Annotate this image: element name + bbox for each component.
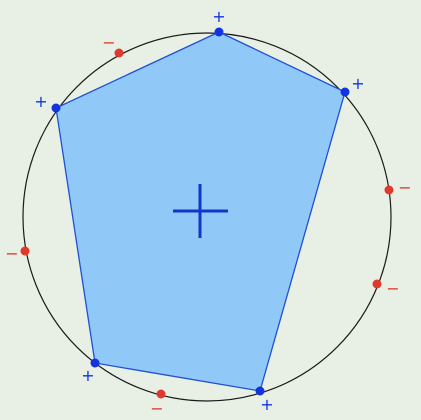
plus-sign-label-p4: +: [81, 366, 94, 385]
minus-sign-label-n5: −: [150, 399, 163, 418]
minus-sign-label-n2: −: [398, 178, 411, 197]
negative-point-n4: [20, 246, 30, 256]
minus-sign-label-n1: −: [102, 33, 115, 52]
plus-sign-label-p2: +: [351, 74, 364, 93]
plus-sign-label-p3: +: [34, 92, 47, 111]
positive-point-p4: [90, 358, 100, 368]
sign-labels: + − + − + − + − + −: [5, 7, 411, 418]
minus-sign-label-n4: −: [5, 244, 18, 263]
minus-sign-label-n3: −: [386, 279, 399, 298]
plus-sign-label-p1: +: [212, 7, 225, 26]
circumscribed-circle: [22, 32, 392, 402]
center-plus-icon: [173, 184, 228, 238]
negative-point-n3: [372, 279, 382, 289]
negative-point-n5: [156, 389, 166, 399]
positive-point-p5: [255, 386, 265, 396]
negative-point-n1: [114, 48, 124, 58]
circle-points: [20, 27, 394, 399]
positive-point-p3: [51, 103, 61, 113]
positive-point-p1: [214, 27, 224, 37]
positive-point-p2: [340, 87, 350, 97]
plus-sign-label-p5: +: [260, 395, 273, 414]
negative-point-n2: [384, 185, 394, 195]
